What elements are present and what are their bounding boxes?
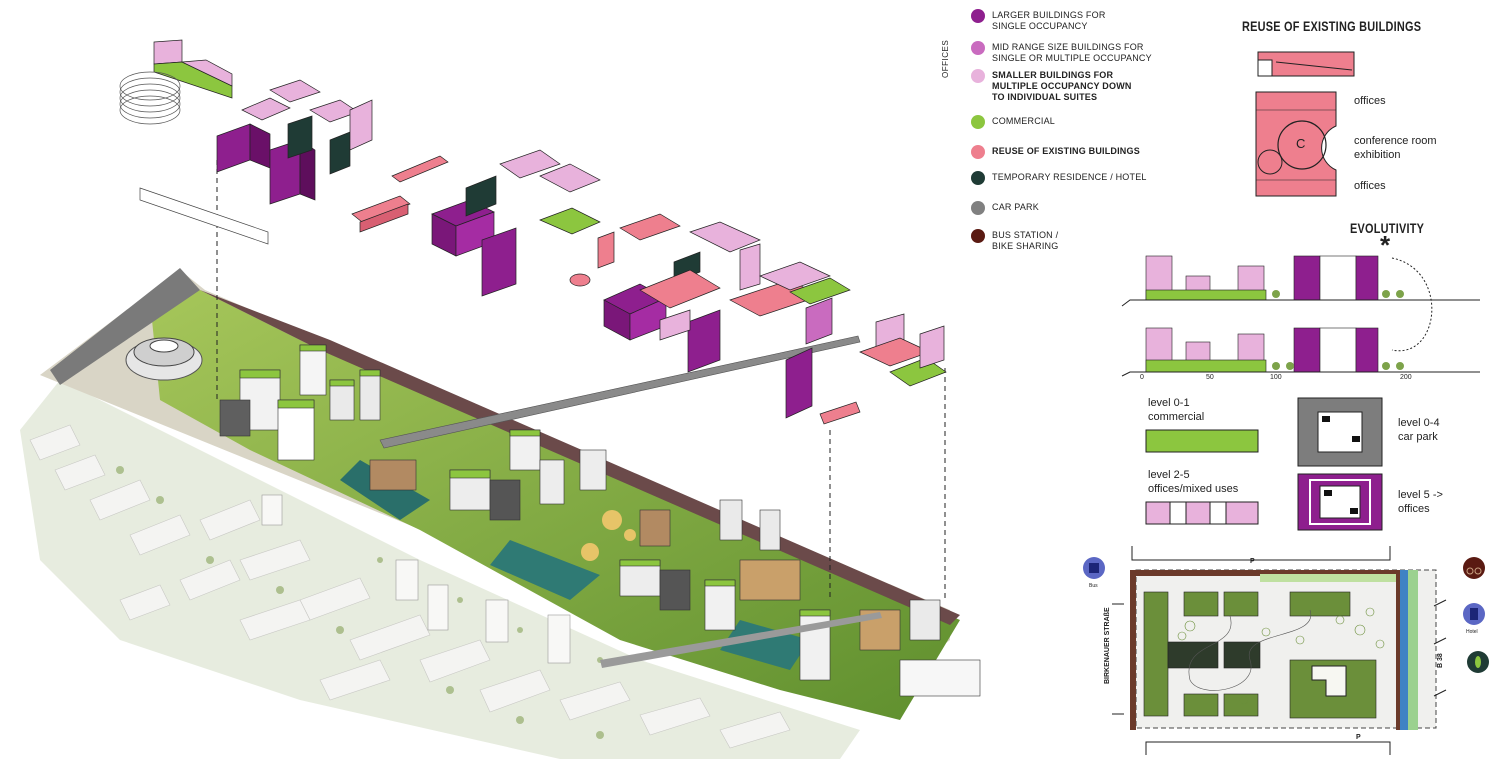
legend-item: MID RANGE SIZE BUILDINGS FOR SINGLE OR M… <box>970 42 1152 64</box>
legend-item-label: COMMERCIAL <box>992 116 1056 126</box>
legend-color-dot <box>971 145 985 159</box>
legend-color-dot <box>971 41 985 55</box>
legend-item-label: TEMPORARY RESIDENCE / HOTEL <box>992 172 1147 182</box>
aerial-masterplan <box>20 160 981 759</box>
reuse-offices-top-label: offices <box>1354 95 1386 107</box>
bike-icon <box>1463 557 1485 579</box>
legend-item-label: MID RANGE SIZE BUILDINGS FOR SINGLE OR M… <box>992 42 1152 63</box>
bus-icon-label: Bus <box>1089 583 1098 589</box>
level-commercial-label: level 0-1 commercial <box>1148 397 1205 423</box>
legend-color-dot <box>971 9 985 23</box>
parking-bottom-label: P <box>1356 734 1361 741</box>
reuse-title: REUSE OF EXISTING BUILDINGS <box>1242 18 1422 34</box>
level-car-park-label: level 0-4 car park <box>1398 417 1440 443</box>
reuse-floor-plan <box>1255 91 1337 197</box>
legend-item: SMALLER BUILDINGS FOR MULTIPLE OCCUPANCY… <box>970 70 1132 103</box>
scale-label-100: 100 <box>1270 374 1282 381</box>
site-plan <box>1083 557 1489 730</box>
commercial-swatch <box>1145 429 1259 453</box>
legend-color-dot <box>971 69 985 83</box>
level-keys <box>1131 397 1391 755</box>
scale-label-50: 50 <box>1206 374 1214 381</box>
evolutivity-asterisk: * <box>1380 230 1391 260</box>
exploded-buildings <box>119 39 947 425</box>
residential-towers <box>261 494 571 664</box>
hotel-icon <box>1463 603 1485 625</box>
conference-circle <box>1277 120 1327 170</box>
reuse-offices-bottom-label: offices <box>1354 180 1386 192</box>
legend-color-dot <box>971 115 985 129</box>
canal <box>490 540 600 600</box>
legend-color-dot <box>971 229 985 243</box>
street-left <box>1130 570 1136 730</box>
legend-color-dot <box>971 201 985 215</box>
residential-blocks <box>29 424 791 749</box>
evolution-arrow <box>1391 257 1433 352</box>
north-slope <box>50 268 200 385</box>
lower-bridge <box>600 612 882 668</box>
level-offices-label: level 5 -> offices <box>1398 489 1443 515</box>
parking-top-label: P <box>1250 558 1255 565</box>
legend-color-dot <box>971 171 985 185</box>
level-mixed-label: level 2-5 offices/mixed uses <box>1148 469 1239 495</box>
bus-icon <box>1083 557 1105 579</box>
plaza-circles <box>581 510 636 561</box>
legend-item: REUSE OF EXISTING BUILDINGS <box>970 146 1140 157</box>
tree-icon <box>1467 651 1489 673</box>
legend-item-label: REUSE OF EXISTING BUILDINGS <box>992 146 1140 156</box>
offices-group-label: OFFICES <box>941 39 950 78</box>
car-park-swatch <box>1297 397 1383 467</box>
reuse-diagram <box>1255 51 1355 197</box>
evolutivity-diagram <box>1121 255 1480 377</box>
hotel-icon-label: Hotel <box>1466 629 1478 635</box>
round-car-park <box>125 337 203 381</box>
legend-item: CAR PARK <box>970 202 1039 213</box>
street-right-label: B 38 <box>1437 653 1444 668</box>
site-buildings <box>219 344 981 697</box>
legend-item: TEMPORARY RESIDENCE / HOTEL <box>970 172 1147 183</box>
legend-item-label: BUS STATION / BIKE SHARING <box>992 230 1059 251</box>
skywalk-bridge <box>379 335 861 449</box>
reuse-conference-label: conference room exhibition <box>1354 135 1437 161</box>
legend-item: COMMERCIAL <box>970 116 1055 127</box>
projection-lines <box>216 160 946 600</box>
canal <box>720 620 810 670</box>
residential-area <box>20 380 860 759</box>
legend-item-label: CAR PARK <box>992 202 1039 212</box>
trees <box>1272 290 1404 370</box>
legend-item-label: SMALLER BUILDINGS FOR MULTIPLE OCCUPANCY… <box>992 70 1132 102</box>
legend-item-label: LARGER BUILDINGS FOR SINGLE OCCUPANCY <box>992 10 1106 31</box>
round-tower-outline <box>119 71 181 125</box>
legend-item: LARGER BUILDINGS FOR SINGLE OCCUPANCY <box>970 10 1106 32</box>
conference-letter: C <box>1296 136 1306 151</box>
scale-label-0: 0 <box>1140 374 1144 381</box>
legend-markers <box>971 9 985 243</box>
evolutivity-title: EVOLUTIVITY <box>1350 220 1425 236</box>
scale-label-200: 200 <box>1400 374 1412 381</box>
street-left-label: BIRKENAUER STRAßE <box>1104 607 1111 684</box>
mixed-swatch <box>1145 501 1259 525</box>
access-arrows <box>1112 599 1447 715</box>
legend-item: BUS STATION / BIKE SHARING <box>970 230 1058 252</box>
